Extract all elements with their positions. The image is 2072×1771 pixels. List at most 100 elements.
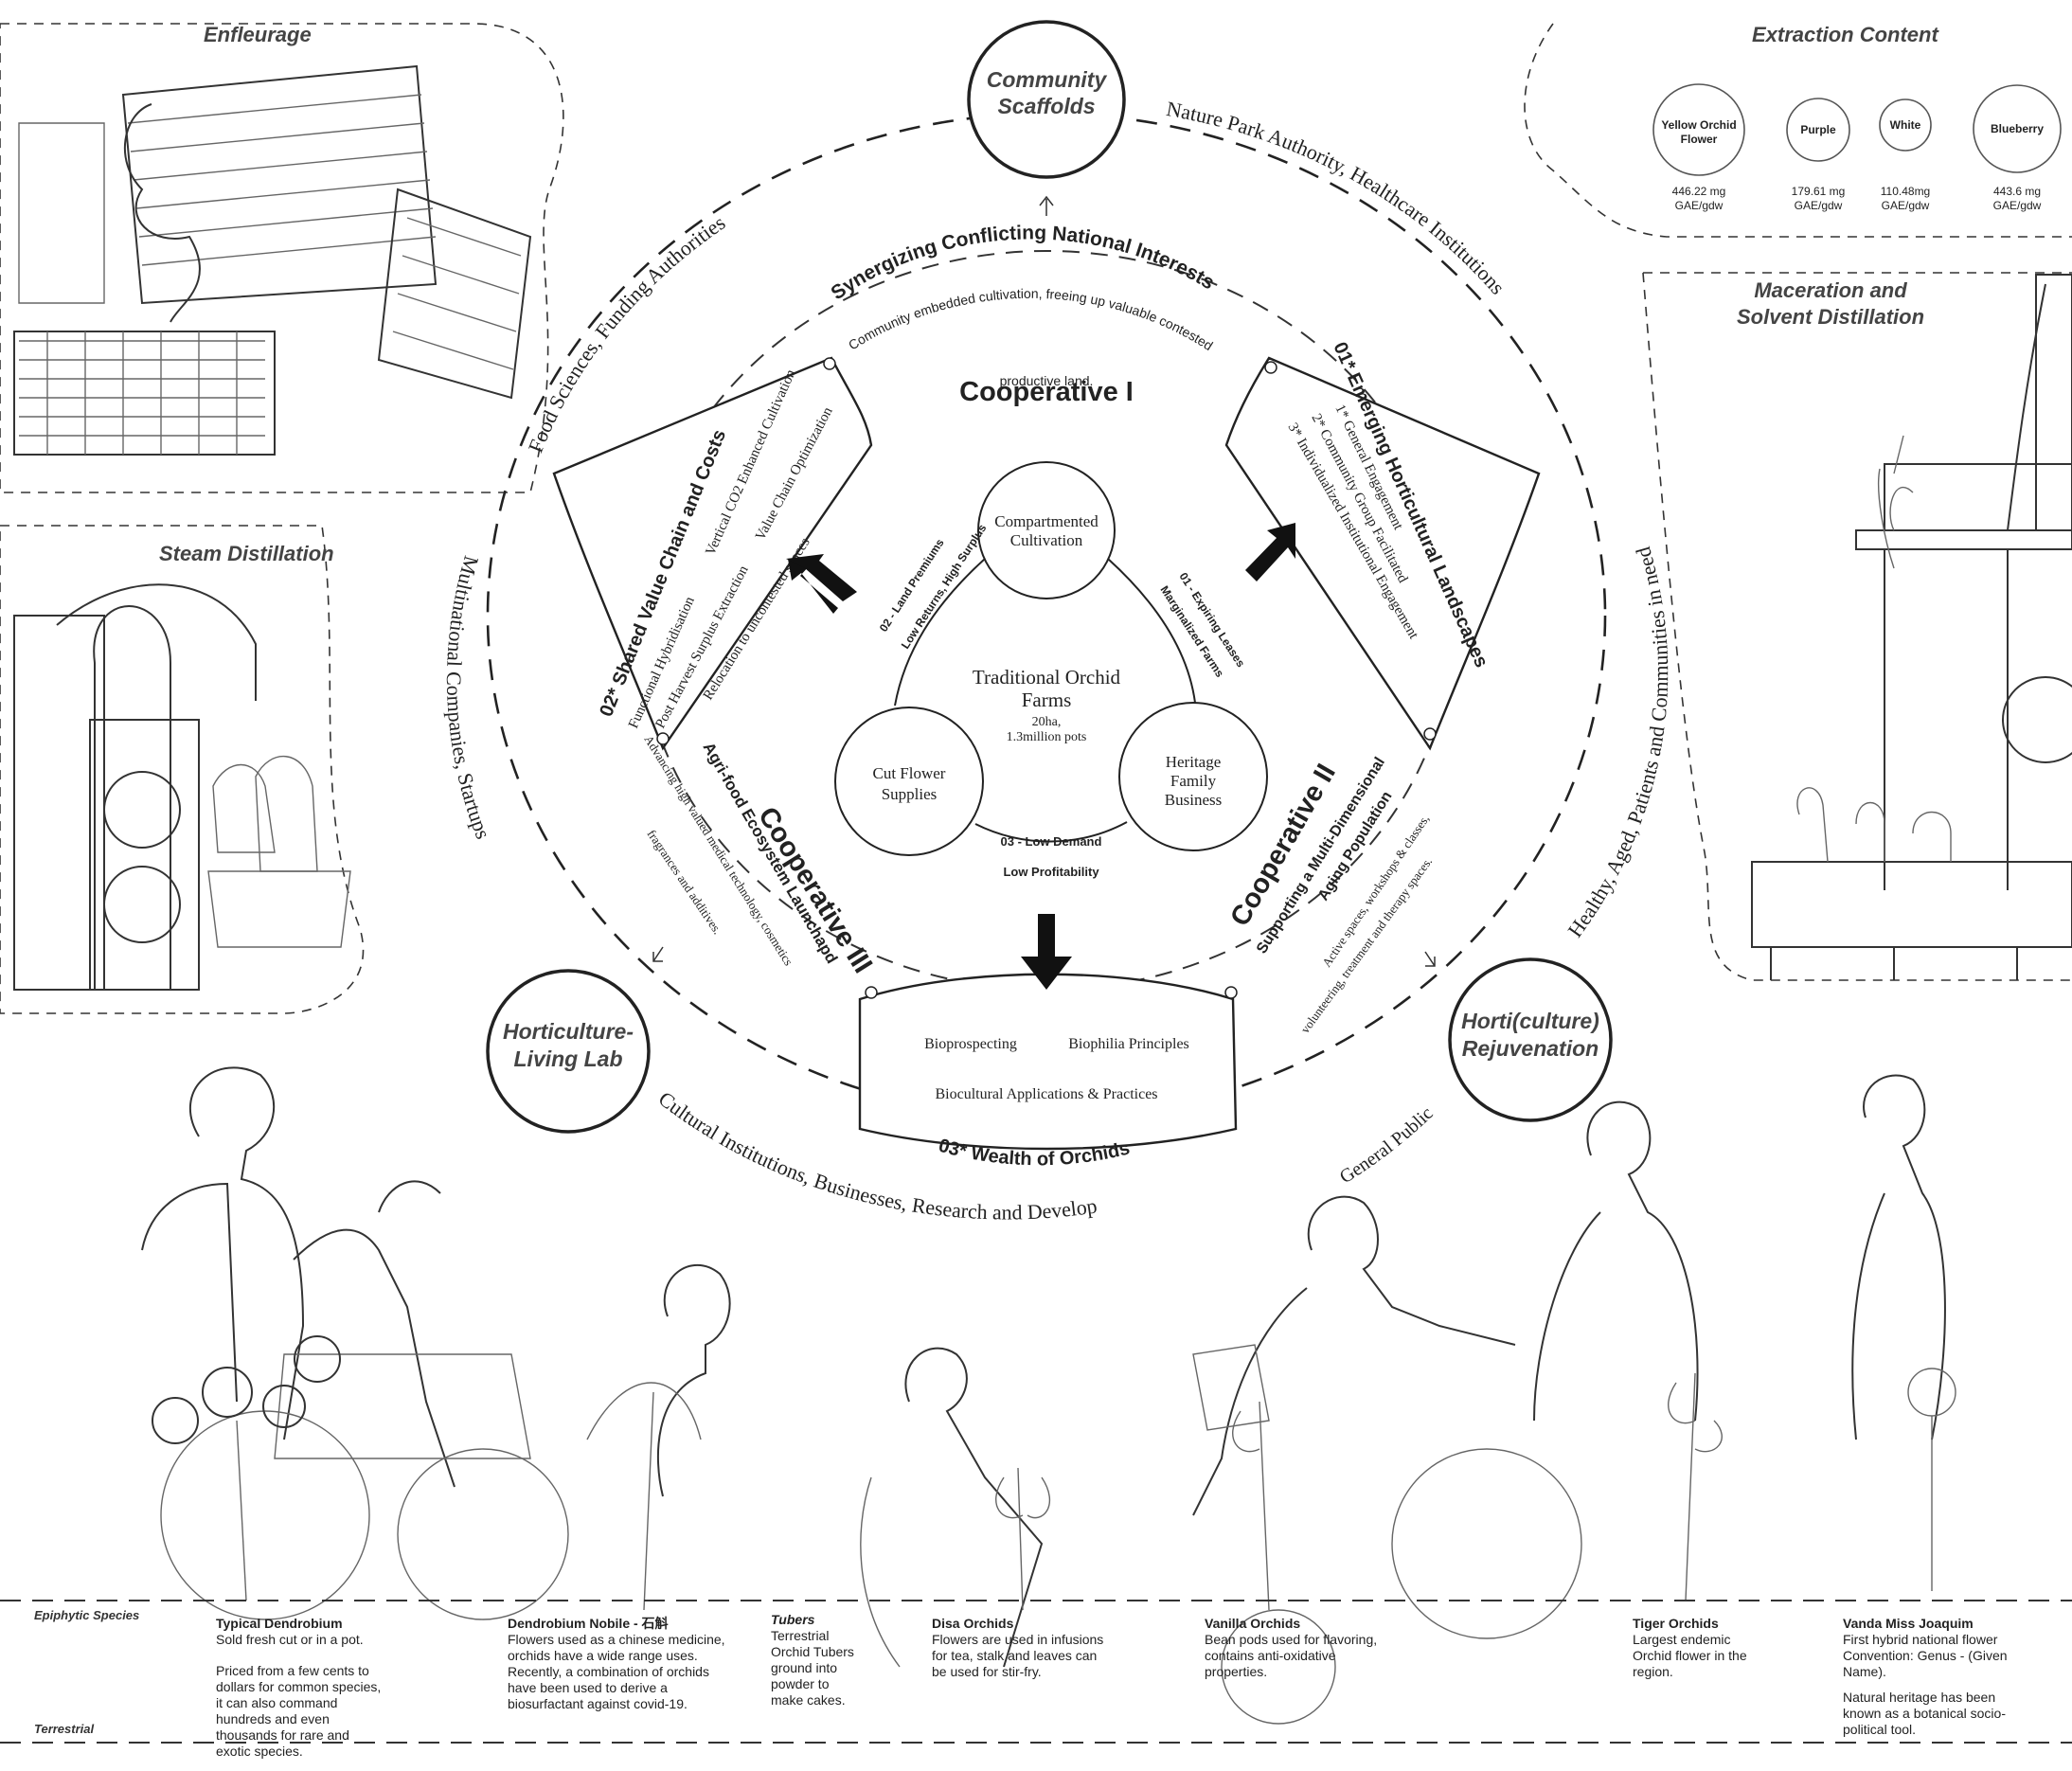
center-stat: 20ha, (1032, 715, 1062, 729)
extraction-item-yellow: Yellow Orchid Flower 446.22 mg GAE/gdw (1652, 83, 1745, 212)
extraction-unit: GAE/gdw (1795, 199, 1843, 212)
extraction-name: Blueberry (1991, 122, 2044, 135)
card-wealth-of-orchids: Bioprospecting Biophilia Principles Bioc… (858, 973, 1238, 1151)
extraction-content-panel: Extraction Content Yellow Orchid Flower … (1524, 23, 2072, 238)
orchid-flowers-sketch (152, 1335, 1956, 1611)
synergy-subtitle: Community embedded cultivation, freeing … (846, 286, 1216, 353)
arrow-left-icon (788, 559, 838, 614)
species-title: Vanilla Orchids (1205, 1616, 1301, 1631)
species-note-tiger: Tiger Orchids Largest endemic Orchid flo… (1633, 1616, 1763, 1680)
extraction-value: 110.48mg (1881, 185, 1930, 198)
species-text: Terrestrial Orchid Tubers ground into po… (771, 1628, 854, 1708)
node-title: Rejuvenation (1462, 1036, 1599, 1061)
center-title: Traditional Orchid (973, 666, 1121, 689)
extraction-name: White (1890, 118, 1921, 132)
extraction-name: Purple (1800, 123, 1836, 136)
maceration-sketch (1751, 274, 2072, 980)
species-note-typical-dendrobium: Typical Dendrobium Sold fresh cut or in … (216, 1616, 382, 1760)
species-note-disa: Disa Orchids Flowers are used in infusio… (932, 1616, 1112, 1680)
extraction-unit: GAE/gdw (1675, 199, 1724, 212)
node-title: Community (987, 67, 1108, 92)
circle-label: Cut Flower (873, 764, 946, 782)
species-title: Vanda Miss Joaquim (1843, 1616, 1974, 1631)
circle-label: Cultivation (1010, 531, 1083, 549)
arrow-right-icon (1245, 523, 1295, 581)
multidim-line: volunteering, treatment and therapy spac… (1297, 854, 1435, 1036)
species-note-vanilla: Vanilla Orchids Bean pods used for flavo… (1205, 1616, 1394, 1680)
node-living-lab: Horticulture- Living Lab (486, 946, 664, 1134)
circle-label: Compartmented (994, 512, 1099, 530)
species-text-2: Priced from a few cents to dollars for c… (216, 1663, 382, 1759)
maceration-heading-2: Solvent Distillation (1737, 305, 1924, 329)
center-stat: 1.3million pots (1007, 730, 1087, 744)
extraction-item-white: White 110.48mg GAE/gdw (1879, 98, 1932, 212)
extraction-value: 443.6 mg (1993, 185, 2041, 198)
node-community-scaffolds: Community Scaffolds (967, 20, 1126, 216)
node-title: Scaffolds (997, 94, 1095, 118)
people-sketch (141, 1066, 1946, 1725)
node-title: Horti(culture) (1461, 1009, 1599, 1033)
card-shared-value-chain: 02* Shared Value Chain and Costs Functio… (552, 356, 873, 751)
extraction-name: Flower (1681, 133, 1718, 146)
extraction-item-purple: Purple 179.61 mg GAE/gdw (1786, 98, 1850, 212)
arrow-down-right-icon (1424, 951, 1436, 967)
card-item: Bioprospecting (924, 1036, 1017, 1052)
species-title: Tiger Orchids (1633, 1616, 1719, 1631)
species-text: Bean pods used for flavoring, contains a… (1205, 1632, 1378, 1679)
center-title: Farms (1022, 689, 1072, 711)
circle-label: Family (1170, 772, 1217, 790)
stakeholder-right: Healthy, Aged, Patients and Communities … (1563, 545, 1672, 941)
cooperative-one-label: Cooperative I (959, 377, 1134, 407)
species-title: Tubers (771, 1612, 815, 1627)
epiphytic-label: Epiphytic Species (34, 1608, 140, 1622)
species-text: Flowers are used in infusions for tea, s… (932, 1632, 1104, 1679)
extraction-value: 446.22 mg (1672, 185, 1726, 198)
card-emerging-landscapes: 01* Emerging Horticultural Landscapes 1*… (1224, 339, 1541, 751)
steam-sketch (13, 583, 351, 991)
species-title: Typical Dendrobium (216, 1616, 343, 1631)
arrow-down-icon (1021, 914, 1072, 990)
extraction-name: Yellow Orchid (1661, 118, 1736, 132)
card-item: Biophilia Principles (1068, 1036, 1189, 1052)
node-rejuvenation: Horti(culture) Rejuvenation (1424, 951, 1613, 1122)
stakeholder-top-right: Nature Park Authority, Healthcare Instit… (1165, 97, 1509, 299)
stakeholder-bottom-right: General Public (1336, 1102, 1438, 1188)
maceration-heading-1: Maceration and (1754, 278, 1907, 302)
center-traditional-farms: Compartmented Cultivation Cut Flower Sup… (834, 461, 1268, 879)
enfleurage-panel: Enfleurage (0, 23, 564, 493)
extraction-heading: Extraction Content (1752, 23, 1939, 46)
circle-label: Supplies (882, 785, 938, 803)
species-text: Largest endemic Orchid flower in the reg… (1633, 1632, 1747, 1679)
arrow-down-left-icon (652, 946, 664, 962)
arrow-up-icon (1039, 195, 1054, 216)
terrestrial-label: Terrestrial (34, 1722, 95, 1736)
circle-label: Heritage (1166, 753, 1222, 771)
species-text: First hybrid national flower Convention:… (1843, 1632, 2008, 1679)
node-title: Living Lab (514, 1046, 623, 1071)
species-text-2: Natural heritage has been known as a bot… (1843, 1690, 2006, 1737)
enfleurage-sketch (13, 64, 532, 456)
arrow-left-icon (786, 554, 857, 601)
species-title: Dendrobium Nobile - 石斛 (508, 1616, 669, 1631)
steam-distillation-panel: Steam Distillation (0, 525, 365, 1014)
maceration-panel: Maceration and Solvent Distillation (1642, 272, 2072, 981)
extraction-unit: GAE/gdw (1882, 199, 1930, 212)
link-label: 03 - Low Demand (1001, 834, 1102, 849)
extraction-value: 179.61 mg (1792, 185, 1846, 198)
circle-label: Business (1165, 791, 1222, 809)
species-note-dendrobium-nobile: Dendrobium Nobile - 石斛 Flowers used as a… (508, 1616, 727, 1712)
node-title: Horticulture- (503, 1019, 634, 1044)
synergy-subtitle-2: productive land. (1000, 373, 1094, 388)
steam-heading: Steam Distillation (159, 542, 334, 565)
enfleurage-heading: Enfleurage (204, 23, 312, 46)
species-note-tubers: Tubers Terrestrial Orchid Tubers ground … (771, 1612, 862, 1708)
species-title: Disa Orchids (932, 1616, 1014, 1631)
card-item: Biocultural Applications & Practices (935, 1086, 1157, 1102)
species-text: Flowers used as a chinese medicine, orch… (508, 1632, 725, 1711)
extraction-unit: GAE/gdw (1993, 199, 2042, 212)
extraction-item-blueberry: Blueberry 443.6 mg GAE/gdw (1973, 84, 2062, 212)
species-note-vanda: Vanda Miss Joaquim First hybrid national… (1843, 1616, 2013, 1738)
link-label: Low Profitability (1003, 865, 1099, 879)
species-text: Sold fresh cut or in a pot. (216, 1632, 364, 1647)
